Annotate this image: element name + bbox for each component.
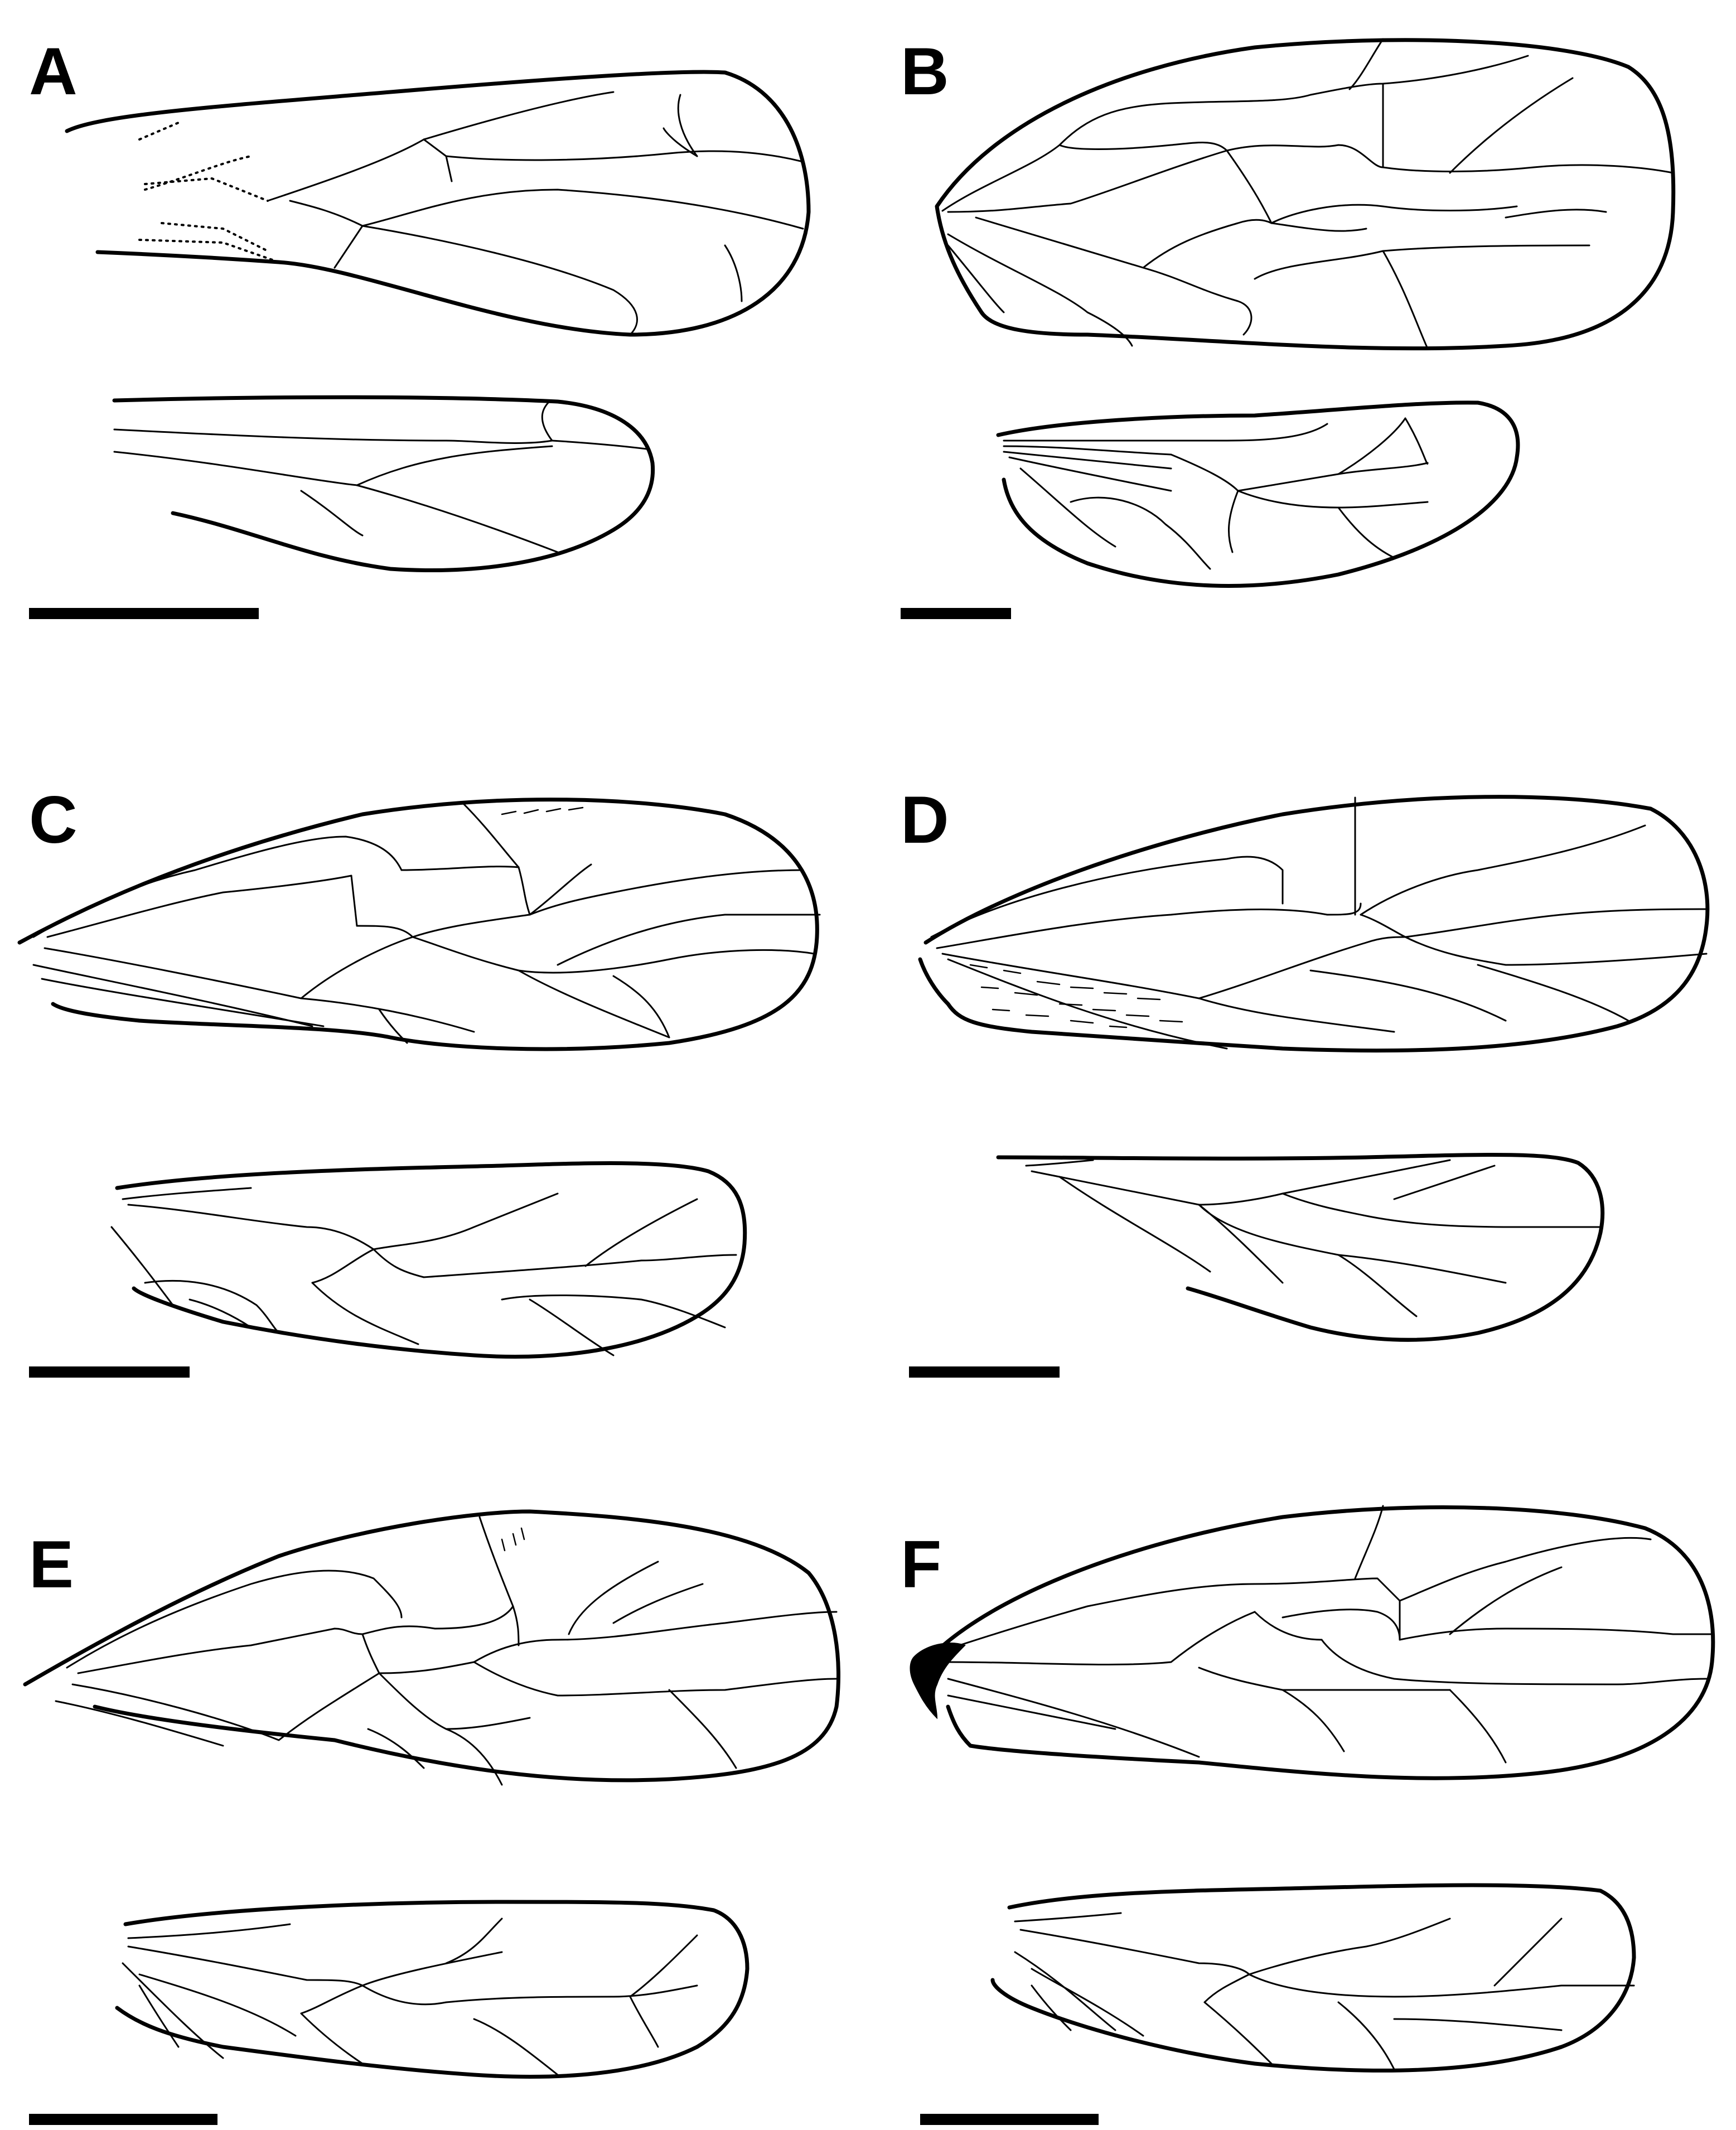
panel-label-e: E — [29, 1527, 74, 1602]
panel-label-a: A — [29, 34, 78, 109]
scale-bar-b — [901, 608, 1011, 619]
panel-d-hindwing — [996, 1153, 1605, 1342]
panel-c-hindwing — [110, 1161, 747, 1359]
panel-d-forewing — [918, 795, 1710, 1053]
panel-label-d: D — [901, 783, 949, 857]
panel-c-forewing — [17, 798, 821, 1051]
panel-label-f: F — [901, 1527, 942, 1602]
panel-label-b: B — [901, 34, 949, 109]
panel-e-forewing — [23, 1509, 840, 1786]
panel-label-c: C — [29, 783, 78, 857]
scale-bar-c — [29, 1366, 190, 1378]
panel-b-hindwing — [996, 400, 1520, 588]
panel-f-forewing — [910, 1505, 1715, 1780]
scale-bar-e — [29, 2114, 217, 2125]
panel-e-hindwing — [115, 1900, 749, 2079]
scale-bar-f — [920, 2114, 1099, 2125]
panel-a-forewing — [65, 70, 811, 337]
panel-f-hindwing — [990, 1883, 1636, 2073]
panel-b-forewing — [935, 38, 1676, 351]
scale-bar-a — [29, 608, 259, 619]
panel-a-hindwing — [112, 395, 655, 572]
pterostigma-mark — [910, 1643, 966, 1720]
scale-bar-d — [909, 1366, 1060, 1378]
